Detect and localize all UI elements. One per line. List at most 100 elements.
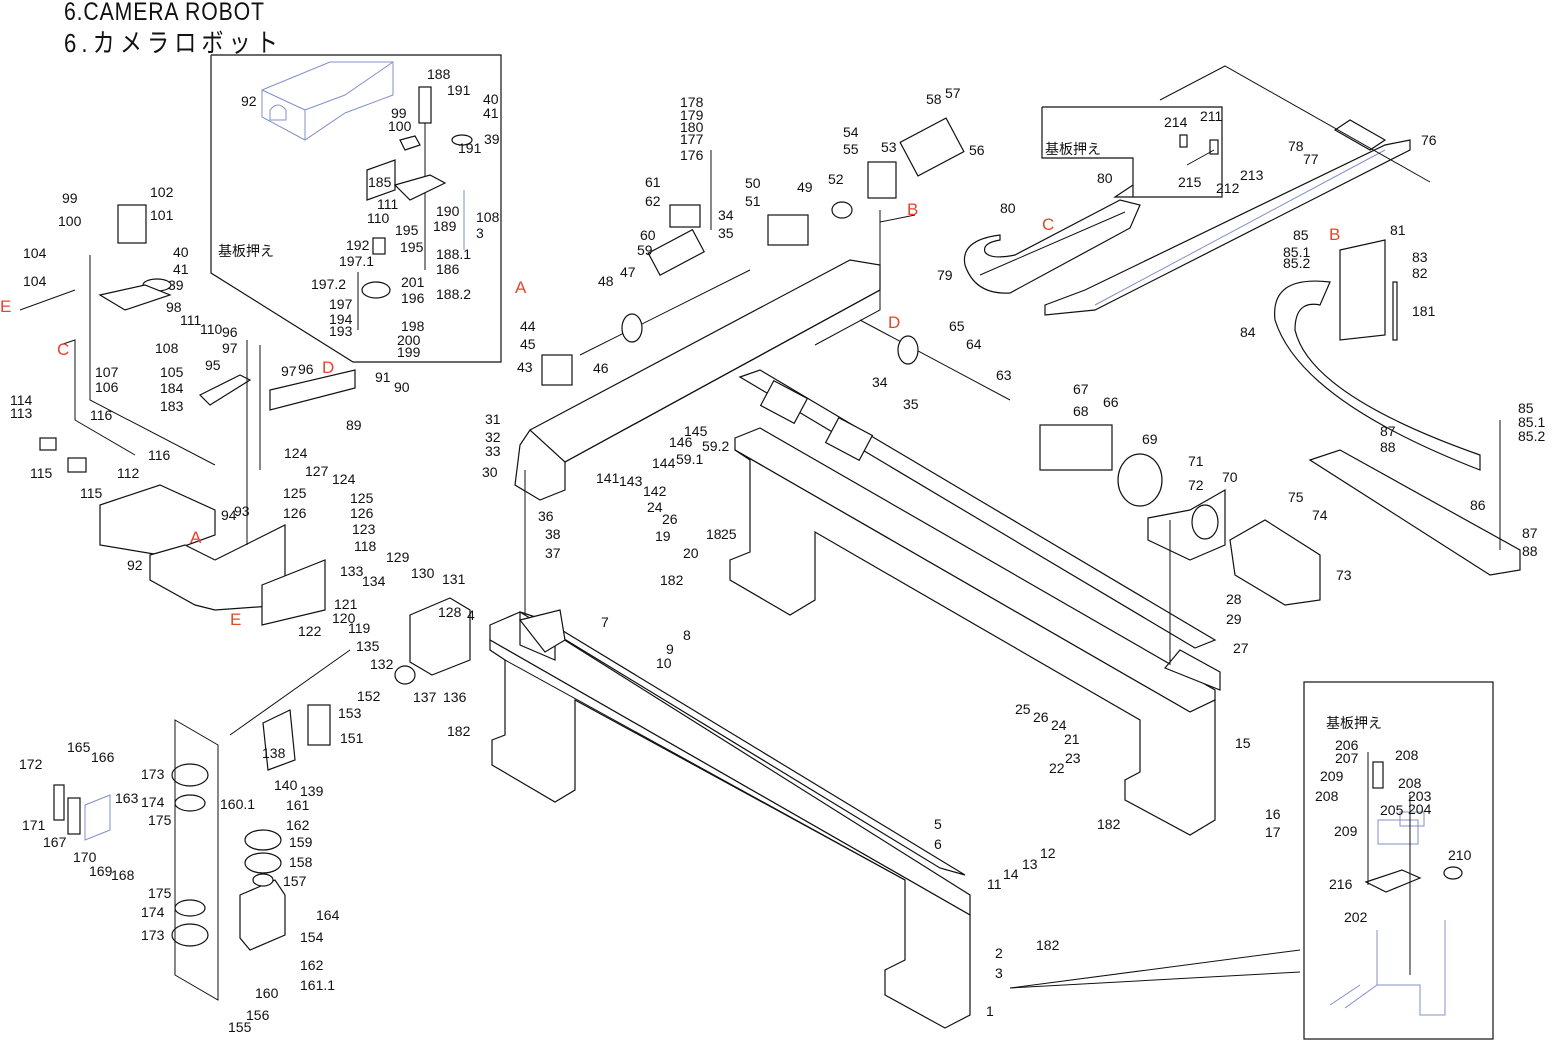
part-number-label: 161.1 <box>300 977 335 993</box>
part-number-label: 51 <box>745 193 761 209</box>
part-number-label: 114 <box>10 392 33 408</box>
part-number-label: 15 <box>1235 735 1251 751</box>
part-159 <box>244 829 282 851</box>
ref-letter-c: C <box>57 340 69 359</box>
part-number-label: 124 <box>332 471 356 487</box>
part-number-label: 9 <box>666 641 674 657</box>
part-number-label: 85.1 <box>1283 244 1310 260</box>
part-number-label: 59 <box>637 242 653 258</box>
part-number-label: 110 <box>200 321 223 337</box>
part-number-label: 199 <box>397 344 421 360</box>
part-number-label: 2 <box>995 945 1003 961</box>
part-number-label: 52 <box>828 171 844 187</box>
part-98-plate <box>98 284 172 311</box>
part-59 <box>647 228 705 277</box>
part-number-label: 3 <box>995 965 1003 981</box>
part-number-labels: 9910010210110410440413998111110108107106… <box>10 85 1545 1035</box>
ref-letter-a: A <box>190 528 202 547</box>
part-number-label: 20 <box>683 545 699 561</box>
part-number-label: 99 <box>62 190 78 206</box>
part-number-label: 170 <box>73 849 97 865</box>
part-number-label: 129 <box>386 549 410 565</box>
part-number-label: 13 <box>1022 856 1038 872</box>
part-number-label: 179 <box>680 107 704 123</box>
part-number-label: 91 <box>375 369 391 385</box>
ref-letter-b: B <box>907 200 918 219</box>
part-number-label: 184 <box>160 380 184 396</box>
part-number-label: 72 <box>1188 477 1204 493</box>
part-number-label: 59.2 <box>702 438 729 454</box>
part-49 <box>767 214 809 246</box>
part-number-label: 4 <box>467 607 475 623</box>
part-number-label: 12 <box>1040 845 1056 861</box>
part-number-label: 50 <box>745 175 761 191</box>
part-number-label: 134 <box>362 573 386 589</box>
part-number-label: 142 <box>643 483 667 499</box>
inset-caption: 基板押え <box>1326 715 1382 732</box>
part-number-label: 180 <box>680 119 704 135</box>
part-number-label: 175 <box>148 812 172 828</box>
part-number-label: 161 <box>286 797 310 813</box>
part-210 <box>1443 866 1463 880</box>
part-137 <box>394 665 416 685</box>
part-number-label: 118 <box>354 538 377 554</box>
part-number-label: 45 <box>520 336 536 352</box>
part-number-label: 176 <box>680 147 704 163</box>
part-number-label: 198 <box>401 318 425 334</box>
part-number-label: 204 <box>1408 801 1432 817</box>
reference-letters: A A B B C C D D E E <box>0 200 1340 629</box>
part-number-label: 85.2 <box>1283 255 1310 271</box>
part-number-label: 201 <box>401 274 425 290</box>
part-number-label: 16 <box>1265 806 1281 822</box>
part-number-label: 89 <box>346 417 362 433</box>
part-158 <box>244 852 282 874</box>
part-number-label: 28 <box>1226 591 1242 607</box>
part-number-label: 5 <box>934 816 942 832</box>
part-number-label: 197 <box>329 296 353 312</box>
part-number-label: 80 <box>1097 170 1113 186</box>
part-number-label: 80 <box>1000 200 1016 216</box>
page-title-japanese: 6.カメラロボット <box>64 28 284 58</box>
part-number-label: 208 <box>1395 747 1419 763</box>
part-number-label: 6 <box>934 836 942 852</box>
part-number-label: 208 <box>1398 775 1422 791</box>
part-number-label: 111 <box>377 196 398 212</box>
part-number-label: 212 <box>1216 180 1240 196</box>
part-196 <box>361 281 391 299</box>
part-number-label: 83 <box>1412 249 1428 265</box>
part-53 <box>867 161 897 199</box>
part-number-label: 115 <box>30 465 53 481</box>
part-number-label: 165 <box>67 739 91 755</box>
part-185-bracket <box>366 135 447 201</box>
part-number-label: 112 <box>117 465 140 481</box>
part-number-label: 61 <box>645 174 661 190</box>
part-number-label: 211 <box>1200 108 1223 124</box>
part-number-label: 173 <box>141 766 165 782</box>
part-number-label: 145 <box>684 423 708 439</box>
part-number-label: 186 <box>436 261 460 277</box>
part-number-label: 175 <box>148 885 172 901</box>
part-173 <box>171 763 209 787</box>
part-number-label: 104 <box>23 273 47 289</box>
part-number-label: 25 <box>1015 701 1031 717</box>
part-number-label: 131 <box>442 571 466 587</box>
part-number-label: 76 <box>1421 132 1437 148</box>
part-number-label: 105 <box>160 364 184 380</box>
part-number-label: 123 <box>352 521 376 537</box>
part-number-label: 159 <box>289 834 313 850</box>
ball-screw-63 <box>859 319 1321 606</box>
linear-rail-back <box>738 369 1217 649</box>
part-number-label: 200 <box>397 332 421 348</box>
part-number-label: 21 <box>1064 731 1080 747</box>
part-number-label: 17 <box>1265 824 1281 840</box>
ref-letter-a: A <box>515 278 527 297</box>
part-number-label: 34 <box>872 374 888 390</box>
linear-rail-front <box>518 609 966 876</box>
part-number-label: 113 <box>10 405 33 421</box>
part-number-label: 136 <box>443 689 467 705</box>
part-60 <box>669 204 701 228</box>
part-number-label: 95 <box>205 357 221 373</box>
part-number-label: 87 <box>1380 423 1396 439</box>
x-axis-beam <box>514 259 881 501</box>
part-171 <box>53 784 65 821</box>
